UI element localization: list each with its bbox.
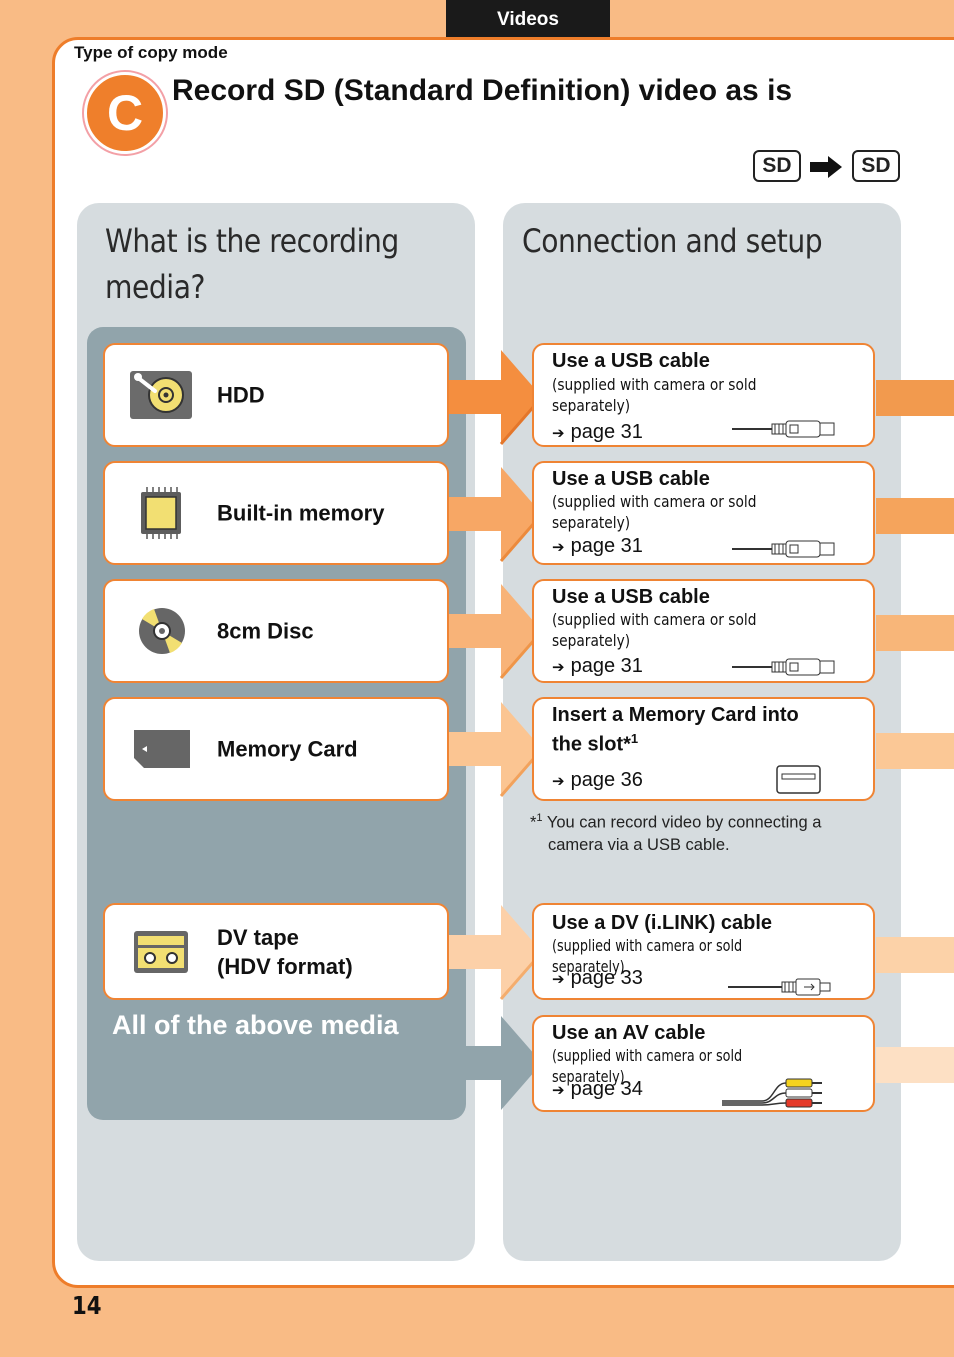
format-to-badge: SD [852,150,900,182]
page-arrow-icon: ➔ [552,1082,565,1099]
setup-note-line: (supplied with camera or sold [552,492,757,511]
usb-cable-icon [732,540,835,558]
setup-note: (supplied with camera or sold separately… [552,936,743,976]
dv-cable-icon [728,978,831,996]
footnote-sup: 1 [536,812,543,824]
setup-title-line1: Insert a Memory Card into [552,704,799,726]
card-slot-icon [776,765,821,794]
media-label: 8cm Disc [217,618,314,644]
hdd-icon [130,371,192,419]
setup-usb-cable-3: Use a USB cable (supplied with camera or… [532,579,875,683]
page-ref: page 33 [570,967,643,989]
dv-tape-label-line1: DV tape [217,924,299,950]
media-item-dv-tape[interactable]: DV tape (HDV format) [103,903,449,1000]
mode-badge: C [84,72,166,154]
footnote-line2: camera via a USB cable. [548,835,730,854]
setup-note-line: separately) [552,513,631,532]
footnote-ref: 1 [630,731,639,746]
connector-arrow [449,467,544,562]
footnote-text: You can record video by connecting a [546,813,822,832]
setup-note: (supplied with camera or sold separately… [552,1046,743,1086]
page-ref: page 31 [570,655,643,677]
setup-title: Use a USB cable [552,468,710,490]
setup-title-line2: the slot*1 [552,727,799,757]
page-link[interactable]: ➔ page 34 [552,1078,643,1101]
setup-note: (supplied with camera or sold separately… [552,374,756,416]
memory-card-icon [134,730,190,768]
setup-dv-cable: Use a DV (i.LINK) cable (supplied with c… [532,903,875,1000]
edge-stripe [876,380,954,416]
page-arrow-icon: ➔ [552,539,565,556]
setup-note: (supplied with camera or sold separately… [552,491,756,533]
usb-cable-icon [732,658,835,676]
page-link[interactable]: ➔ page 31 [552,655,643,678]
av-cable-icon [722,1078,822,1108]
edge-stripe [876,937,954,973]
setup-note: (supplied with camera or sold separately… [552,609,756,651]
footnote-line1: *1 You can record video by connecting a [530,807,821,834]
usb-cable-icon [732,420,835,438]
setup-memory-card-slot: Insert a Memory Card into the slot*1 ➔ pa… [532,697,875,801]
page-link[interactable]: ➔ page 31 [552,421,643,444]
all-media-label: All of the above media [112,1010,399,1040]
setup-title: Use a USB cable [552,350,710,372]
media-item-8cm-disc[interactable]: 8cm Disc [103,579,449,683]
right-arrow-icon [810,156,842,178]
media-label: Memory Card [217,736,358,762]
connector-arrow-gray [462,1016,542,1110]
page-arrow-icon: ➔ [552,659,565,676]
connector-arrow [449,350,544,445]
footnote: *1 You can record video by connecting a … [530,807,821,856]
media-item-memory-card[interactable]: Memory Card [103,697,449,801]
setup-note-line: (supplied with camera or sold [552,375,757,394]
connector-arrow [449,702,544,797]
page-ref: page 34 [570,1078,643,1100]
edge-stripe [876,615,954,651]
setup-title: Use an AV cable [552,1022,706,1044]
setup-title: Use a DV (i.LINK) cable [552,912,773,934]
setup-av-cable: Use an AV cable (supplied with camera or… [532,1015,875,1112]
edge-stripe [876,733,954,769]
format-from-badge: SD [753,150,801,182]
page-number: 14 [72,1291,102,1320]
setup-title-line2-text: the slot* [552,733,631,756]
dv-tape-icon [134,930,188,973]
dv-tape-label-line2: (HDV format) [217,953,353,979]
setup-column-title: Connection and setup [522,222,823,260]
memory-chip-icon [141,487,181,539]
page-arrow-icon: ➔ [552,971,565,988]
page-ref: page 31 [570,421,643,443]
page-link[interactable]: ➔ page 33 [552,967,643,990]
setup-title: Insert a Memory Card into the slot*1 [552,703,799,757]
media-title-line1: What is the recording [105,222,399,260]
media-item-hdd[interactable]: HDD [103,343,449,447]
media-label: Built-in memory [217,500,385,526]
setup-title: Use a USB cable [552,586,710,608]
page-ref: page 36 [570,769,643,791]
setup-usb-cable-1: Use a USB cable (supplied with camera or… [532,343,875,447]
setup-usb-cable-2: Use a USB cable (supplied with camera or… [532,461,875,565]
setup-note-line: separately) [552,396,631,415]
media-label: HDD [217,382,265,408]
setup-note-line: (supplied with camera or sold [552,610,757,629]
edge-stripe [876,498,954,534]
page-arrow-icon: ➔ [552,773,565,790]
page-link[interactable]: ➔ page 36 [552,769,643,792]
setup-note-line: separately) [552,631,631,650]
page-link[interactable]: ➔ page 31 [552,535,643,558]
media-column-title: What is the recording media? [105,218,399,310]
media-title-line2: media? [105,268,206,306]
footnote-mark: * [530,813,537,832]
connector-arrow [449,584,544,679]
edge-stripe [876,1047,954,1083]
copy-mode-label: Type of copy mode [74,43,228,62]
connector-arrow [449,905,544,1000]
disc-icon [139,608,185,654]
media-item-built-in-memory[interactable]: Built-in memory [103,461,449,565]
section-tab-videos: Videos [446,0,610,40]
page-arrow-icon: ➔ [552,425,565,442]
media-label: DV tape (HDV format) [217,923,353,981]
page-ref: page 31 [570,535,643,557]
page-title: Record SD (Standard Definition) video as… [172,74,793,107]
